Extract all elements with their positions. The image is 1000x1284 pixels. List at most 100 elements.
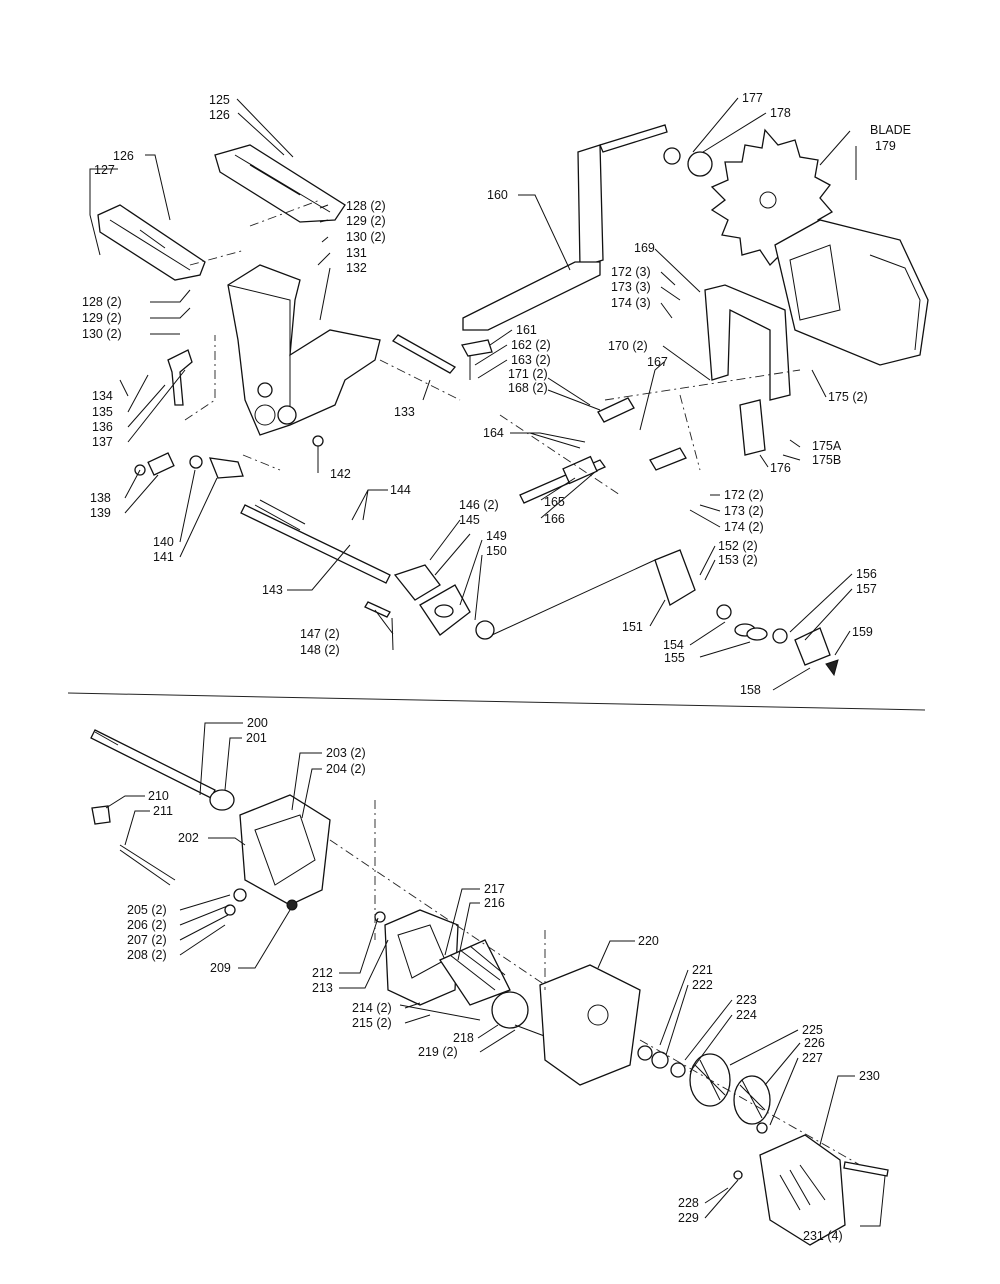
label-161: 161 <box>516 323 537 337</box>
label-211: 211 <box>153 804 173 818</box>
label-227: 227 <box>802 1051 823 1065</box>
label-172-lower: 172 (2) <box>724 488 764 502</box>
label-204: 204 (2) <box>326 762 366 776</box>
label-145: 145 <box>459 513 480 527</box>
label-175a: 175A <box>812 439 842 453</box>
label-206: 206 (2) <box>127 918 167 932</box>
label-157: 157 <box>856 582 877 596</box>
label-130-right: 130 (2) <box>346 230 386 244</box>
label-165: 165 <box>544 495 565 509</box>
label-151: 151 <box>622 620 643 634</box>
label-126-top: 126 <box>209 108 230 122</box>
label-216: 216 <box>484 896 505 910</box>
label-202: 202 <box>178 831 199 845</box>
label-201: 201 <box>246 731 267 745</box>
label-144: 144 <box>390 483 411 497</box>
label-136: 136 <box>92 420 113 434</box>
label-156: 156 <box>856 567 877 581</box>
label-219: 219 (2) <box>418 1045 458 1059</box>
label-230: 230 <box>859 1069 880 1083</box>
label-169: 169 <box>634 241 655 255</box>
label-231: 231 (4) <box>803 1229 843 1243</box>
label-135: 135 <box>92 405 113 419</box>
label-174-lower: 174 (2) <box>724 520 764 534</box>
label-223: 223 <box>736 993 757 1007</box>
label-229: 229 <box>678 1211 699 1225</box>
label-217: 217 <box>484 882 505 896</box>
label-128-right: 128 (2) <box>346 199 386 213</box>
label-138: 138 <box>90 491 111 505</box>
label-212: 212 <box>312 966 333 980</box>
label-200: 200 <box>247 716 268 730</box>
label-222: 222 <box>692 978 713 992</box>
label-207: 207 (2) <box>127 933 167 947</box>
label-167: 167 <box>647 355 668 369</box>
lower-assembly-drawing <box>90 729 889 1246</box>
label-226: 226 <box>804 1036 825 1050</box>
label-155: 155 <box>664 651 685 665</box>
label-153: 153 (2) <box>718 553 758 567</box>
label-225: 225 <box>802 1023 823 1037</box>
label-137: 137 <box>92 435 113 449</box>
label-143: 143 <box>262 583 283 597</box>
label-209: 209 <box>210 961 231 975</box>
label-214: 214 (2) <box>352 1001 392 1015</box>
label-221: 221 <box>692 963 713 977</box>
label-175b: 175B <box>812 453 841 467</box>
upper-assembly-drawing <box>97 124 929 677</box>
label-174-upper: 174 (3) <box>611 296 651 310</box>
leader-lines <box>89 97 857 691</box>
label-160: 160 <box>487 188 508 202</box>
label-213: 213 <box>312 981 333 995</box>
label-218: 218 <box>453 1031 474 1045</box>
label-171: 171 (2) <box>508 367 548 381</box>
label-164: 164 <box>483 426 504 440</box>
label-146: 146 (2) <box>459 498 499 512</box>
label-166: 166 <box>544 512 565 526</box>
label-205: 205 (2) <box>127 903 167 917</box>
label-128-left: 128 (2) <box>82 295 122 309</box>
label-159: 159 <box>852 625 873 639</box>
label-224: 224 <box>736 1008 757 1022</box>
label-203: 203 (2) <box>326 746 366 760</box>
label-158: 158 <box>740 683 761 697</box>
label-142: 142 <box>330 467 351 481</box>
label-162: 162 (2) <box>511 338 551 352</box>
section-divider <box>67 692 926 711</box>
label-170: 170 (2) <box>608 339 648 353</box>
label-127: 127 <box>94 163 115 177</box>
label-130-left: 130 (2) <box>82 327 122 341</box>
label-129-right: 129 (2) <box>346 214 386 228</box>
label-175: 175 (2) <box>828 390 868 404</box>
lower-part-labels: 200 201 202 203 (2) 204 (2) 205 (2) 206 … <box>127 716 880 1243</box>
label-126-left: 126 <box>113 149 134 163</box>
label-177: 177 <box>742 91 763 105</box>
label-133: 133 <box>394 405 415 419</box>
label-125: 125 <box>209 93 230 107</box>
label-215: 215 (2) <box>352 1016 392 1030</box>
label-152: 152 (2) <box>718 539 758 553</box>
label-208: 208 (2) <box>127 948 167 962</box>
label-210: 210 <box>148 789 169 803</box>
label-141: 141 <box>153 550 174 564</box>
label-179: 179 <box>875 139 896 153</box>
label-172-upper: 172 (3) <box>611 265 651 279</box>
leader-lines-lower <box>105 722 886 1227</box>
label-228: 228 <box>678 1196 699 1210</box>
label-131: 131 <box>346 246 367 260</box>
label-173-upper: 173 (3) <box>611 280 651 294</box>
label-149: 149 <box>486 529 507 543</box>
label-163: 163 (2) <box>511 353 551 367</box>
label-140: 140 <box>153 535 174 549</box>
upper-part-labels: 125 126 126 127 128 (2) 129 (2) 130 (2) … <box>82 91 911 697</box>
label-139: 139 <box>90 506 111 520</box>
label-154: 154 <box>663 638 684 652</box>
label-blade: BLADE <box>870 123 911 137</box>
label-168: 168 (2) <box>508 381 548 395</box>
label-178: 178 <box>770 106 791 120</box>
label-147: 147 (2) <box>300 627 340 641</box>
label-148: 148 (2) <box>300 643 340 657</box>
label-129-left: 129 (2) <box>82 311 122 325</box>
label-134: 134 <box>92 389 113 403</box>
